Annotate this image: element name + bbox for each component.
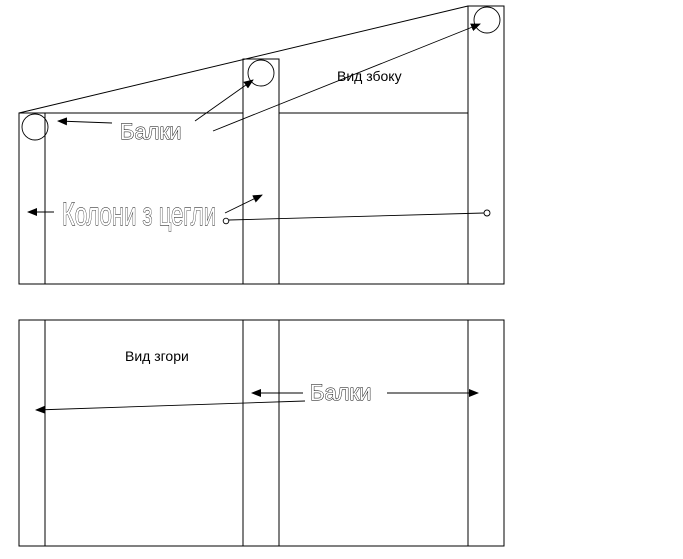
top-view: Вид згори Балки — [18, 319, 505, 547]
side-column-3 — [467, 5, 505, 285]
beam-circle-2 — [247, 59, 275, 87]
top-view-title: Вид згори — [125, 348, 189, 364]
top-beam-arrow-left — [35, 400, 306, 414]
beam-arrow-right — [212, 23, 481, 132]
beam-circle-3 — [473, 6, 501, 34]
column-arrow-middle — [224, 194, 263, 214]
top-beams-label: Балки — [310, 380, 371, 405]
beam-arrow-left — [57, 117, 113, 126]
side-column-2 — [242, 58, 280, 285]
column-arrow-right — [228, 212, 485, 221]
column-arrow-end-dot — [483, 209, 491, 217]
side-column-1 — [18, 112, 46, 285]
beam-circle-1 — [21, 113, 49, 141]
side-columns-label: Колони з цегли — [62, 196, 216, 232]
side-view-title: Вид збоку — [337, 68, 402, 84]
side-beams-label: Балки — [120, 119, 181, 144]
beam-arrow-middle — [194, 79, 254, 122]
top-outline — [18, 319, 505, 547]
side-view: Вид збоку Балки Колони з цегли — [18, 5, 505, 285]
column-arrow-origin-dot — [222, 217, 230, 225]
